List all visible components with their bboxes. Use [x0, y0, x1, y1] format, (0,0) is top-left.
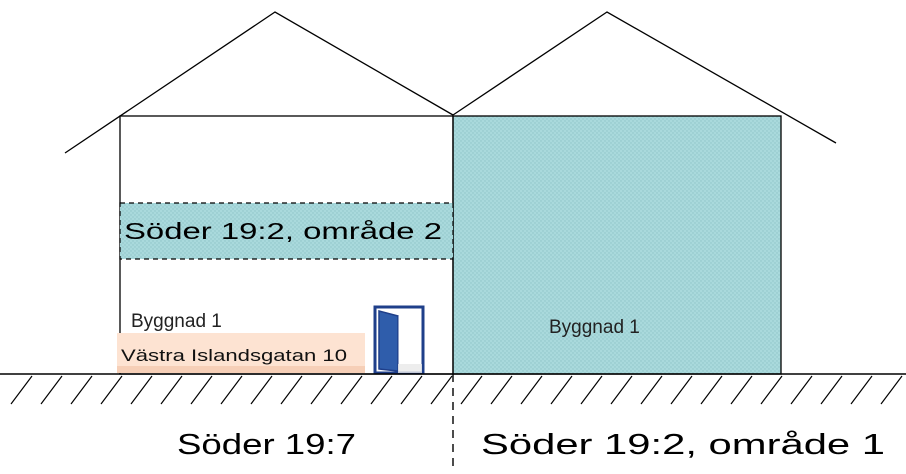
hatch-mark — [790, 375, 813, 405]
hatch-mark — [10, 375, 33, 405]
hatch-mark — [520, 375, 543, 405]
hatch-mark — [760, 375, 783, 405]
hatch-mark — [430, 375, 453, 405]
area-2-band — [119, 202, 454, 260]
hatch-mark — [370, 375, 393, 405]
area-2-label: Söder 19:2, område 2 — [124, 218, 442, 244]
left-building-label: Byggnad 1 — [131, 311, 222, 332]
hatch-mark — [820, 375, 843, 405]
address-label: Västra Islandsgatan 10 — [121, 346, 347, 365]
hatch-mark — [400, 375, 423, 405]
hatch-mark — [880, 375, 903, 405]
hatch-mark — [190, 375, 213, 405]
hatch-mark — [640, 375, 663, 405]
hatch-mark — [130, 375, 153, 405]
ground-hatching — [10, 375, 903, 405]
hatch-mark — [70, 375, 93, 405]
hatch-mark — [700, 375, 723, 405]
hatch-mark — [460, 375, 483, 405]
hatch-mark — [850, 375, 873, 405]
open-door-icon — [373, 305, 425, 375]
hatch-mark — [610, 375, 633, 405]
hatch-mark — [550, 375, 573, 405]
hatch-mark — [100, 375, 123, 405]
address-box-shade — [117, 366, 365, 373]
hatch-mark — [580, 375, 603, 405]
left-roof — [64, 11, 454, 154]
right-building-label: Byggnad 1 — [549, 317, 640, 338]
right-property-label: Söder 19:2, område 1 — [481, 429, 885, 461]
hatch-mark — [340, 375, 363, 405]
hatch-mark — [220, 375, 243, 405]
hatch-mark — [310, 375, 333, 405]
hatch-mark — [250, 375, 273, 405]
right-roof — [452, 11, 837, 144]
hatch-mark — [730, 375, 753, 405]
hatch-mark — [490, 375, 513, 405]
hatch-mark — [160, 375, 183, 405]
hatch-mark — [280, 375, 303, 405]
hatch-mark — [670, 375, 693, 405]
left-property-label: Söder 19:7 — [177, 429, 356, 461]
hatch-mark — [40, 375, 63, 405]
